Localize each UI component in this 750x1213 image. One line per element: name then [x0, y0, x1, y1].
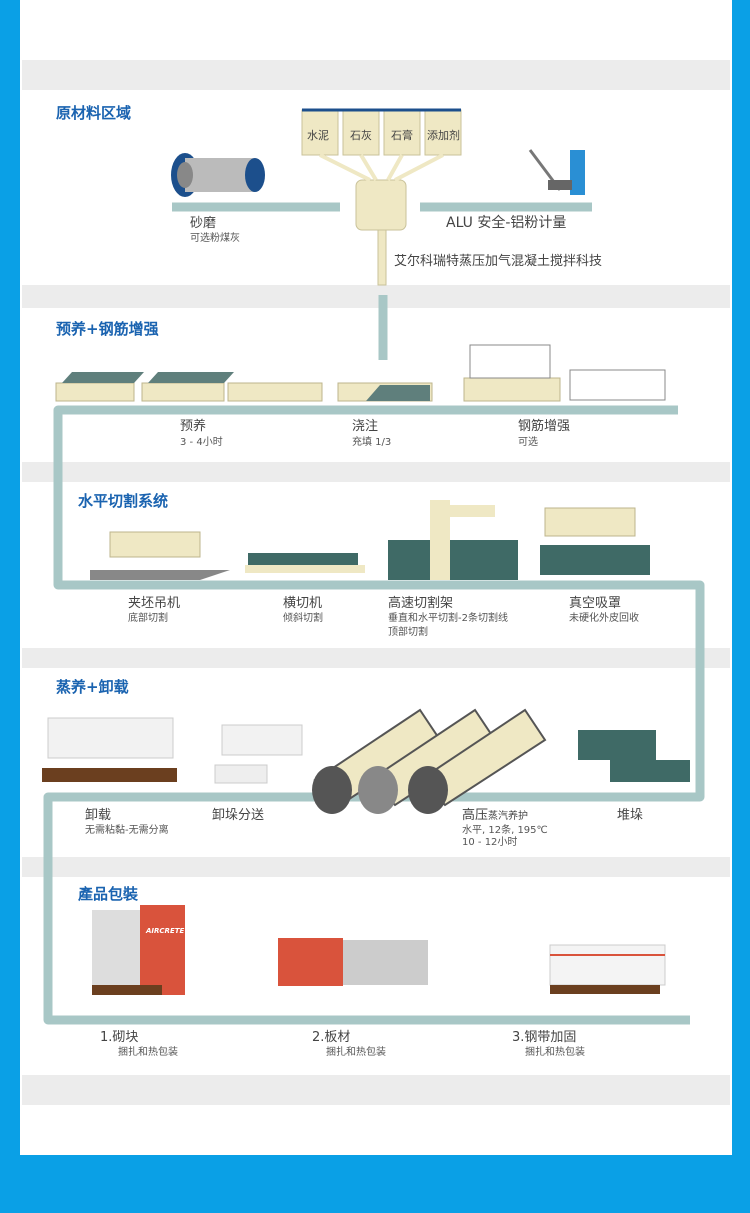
step-sub: 可选	[518, 437, 538, 448]
step-label: 卸载	[85, 808, 112, 823]
step-label: 3.钢带加固	[512, 1030, 577, 1045]
cutting-machines-icon	[90, 500, 650, 580]
mill-label: 砂磨	[190, 216, 217, 231]
divider-band	[22, 462, 730, 482]
alu-label: ALU 安全-铝粉计量	[446, 215, 567, 231]
step-sub: 捆扎和热包装	[118, 1047, 178, 1058]
step-label-small: 蒸汽养护	[488, 811, 529, 822]
mixer-label: 艾尔科瑞特蒸压加气混凝土搅拌科技	[394, 254, 603, 269]
step-sub: 水平, 12条, 195℃	[462, 825, 548, 836]
section-title: 蒸养+卸载	[56, 678, 129, 696]
section-title: 预养+钢筋增强	[56, 320, 159, 338]
step-sub: 底部切割	[128, 613, 168, 624]
section-title: 水平切割系统	[78, 492, 169, 510]
step-label-main: 高压	[462, 808, 489, 823]
step-label: 堆垛	[617, 808, 644, 823]
step-label: 真空吸罩	[569, 596, 622, 611]
divider-band	[22, 648, 730, 668]
step-sub: 捆扎和热包装	[326, 1047, 386, 1058]
silo-label: 石灰	[350, 129, 372, 142]
silo-label: 添加剂	[427, 129, 460, 142]
step-sub: 10 - 12小时	[462, 837, 518, 848]
silo-label: 石膏	[391, 129, 413, 142]
step-sub: 未硬化外皮回收	[569, 613, 639, 624]
step-label: 钢筋增强	[518, 419, 571, 434]
step-sub: 3 - 4小时	[180, 437, 223, 448]
divider-band	[22, 60, 730, 90]
divider-band	[22, 285, 730, 308]
brand-logo-text: AIRCRETE	[146, 927, 185, 935]
step-label: 卸垛分送	[212, 808, 265, 823]
section-title: 產品包裝	[78, 885, 139, 903]
silo-label: 水泥	[307, 129, 329, 142]
step-label: 预养	[180, 419, 207, 434]
autoclave-icon	[42, 708, 690, 814]
section-title: 原材料区域	[56, 104, 132, 122]
step-sub: 无需粘黏-无需分离	[85, 825, 169, 836]
step-label: 横切机	[283, 596, 323, 611]
alu-dosing-icon	[528, 149, 585, 195]
step-sub: 倾斜切割	[283, 613, 323, 624]
divider-band	[22, 857, 730, 877]
step-label: 夹坯吊机	[128, 596, 181, 611]
pipe-main-line	[43, 405, 705, 1025]
silos-icon	[301, 109, 462, 286]
step-label: 高速切割架	[388, 596, 454, 611]
step-label: 1.砌块	[100, 1030, 139, 1045]
step-label: 2.板材	[312, 1030, 351, 1045]
mill-icon	[171, 153, 265, 197]
step-label: 高压蒸汽养护	[462, 808, 528, 824]
step-sub: 垂直和水平切割-2条切割线	[388, 613, 508, 624]
step-sub: 充填 1/3	[352, 437, 392, 448]
step-sub: 顶部切割	[388, 627, 428, 638]
step-label: 浇注	[352, 419, 379, 434]
step-sub: 捆扎和热包装	[525, 1047, 585, 1058]
mill-sub: 可选粉煤灰	[190, 233, 240, 244]
packaging-icon	[92, 905, 666, 995]
rebar-icon	[469, 344, 666, 401]
divider-band	[22, 1075, 730, 1105]
